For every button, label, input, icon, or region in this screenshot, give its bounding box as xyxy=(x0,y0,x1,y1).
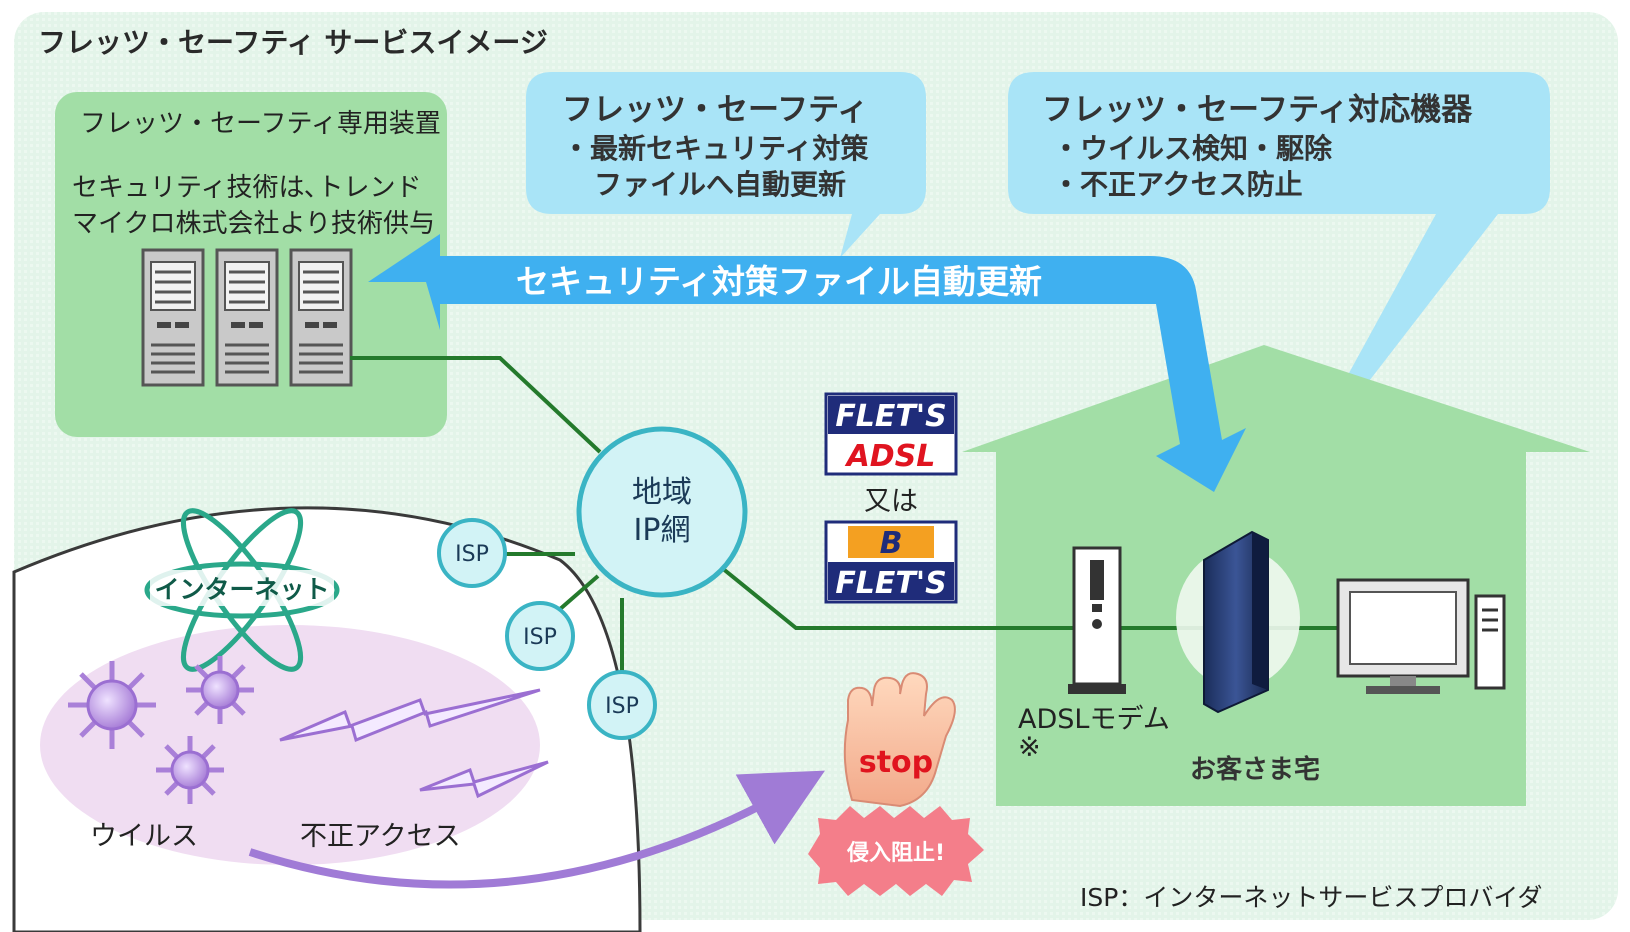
unauthorized-access-icon xyxy=(279,688,549,799)
unauthorized-access-label: 不正アクセス xyxy=(300,821,461,852)
virus-label: ウイルス xyxy=(90,821,198,852)
intrusion-blocked-badge: 侵入阻止! xyxy=(808,806,984,896)
virus-area xyxy=(40,625,540,865)
regional-ip-network xyxy=(576,426,748,598)
adsl-modem-note: ※ xyxy=(1018,732,1041,763)
bubble-device-heading: フレッツ・セーフティ対応機器 xyxy=(1042,92,1473,128)
security-device-heading: フレッツ・セーフティ専用装置 xyxy=(80,109,441,139)
internet-label: インターネット xyxy=(154,575,329,604)
stop-label: stop xyxy=(859,745,933,780)
isp-node: ISP xyxy=(437,518,507,588)
virus-icon xyxy=(68,656,254,804)
isp-label: ISP xyxy=(605,694,639,719)
flets-adsl-bottom: ADSL xyxy=(845,439,936,474)
safety-router-icon xyxy=(1203,530,1269,714)
customer-home-label: お客さま宅 xyxy=(1190,754,1320,785)
bubble-update: フレッツ・セーフティ ・最新セキュリティ対策 ファイルへ自動更新 xyxy=(526,72,926,258)
bubble-device-line1: ・ウイルス検知・駆除 xyxy=(1052,132,1333,165)
security-device-line2: マイクロ株式会社より技術供与 xyxy=(72,209,435,239)
update-arrow xyxy=(368,234,1246,492)
b-flets-logo: B FLET'S xyxy=(824,520,958,604)
bubble-device: フレッツ・セーフティ対応機器 ・ウイルス検知・駆除 ・不正アクセス防止 xyxy=(1008,72,1550,490)
isp-label: ISP xyxy=(455,542,489,567)
isp-node: ISP xyxy=(587,670,657,740)
isp-label: ISP xyxy=(523,625,557,650)
isp-node: ISP xyxy=(505,601,575,671)
adsl-modem-label: ADSLモデム xyxy=(1018,704,1170,735)
stop-hand-icon: stop xyxy=(843,672,956,808)
bubble-device-line2: ・不正アクセス防止 xyxy=(1052,168,1303,201)
b-flets-bottom: FLET'S xyxy=(835,566,946,601)
server-icon xyxy=(141,248,353,387)
bubble-update-line2: ファイルへ自動更新 xyxy=(594,168,846,201)
regional-ip-network-line2: IP網 xyxy=(634,513,691,548)
update-arrow-label: セキュリティ対策ファイル自動更新 xyxy=(516,262,1042,301)
regional-ip-network-line1: 地域 xyxy=(632,475,692,510)
adsl-modem-icon xyxy=(1068,546,1126,694)
flets-adsl-top: FLET'S xyxy=(835,399,946,434)
diagram-title: フレッツ・セーフティ サービスイメージ xyxy=(38,26,548,59)
security-device-line1: セキュリティ技術は､トレンド xyxy=(72,173,421,203)
flets-adsl-logo: FLET'S ADSL xyxy=(824,392,958,476)
b-flets-top: B xyxy=(880,526,903,561)
footnote: ISP：インターネットサービスプロバイダ xyxy=(1080,883,1542,912)
or-label: 又は xyxy=(864,486,918,517)
bubble-update-heading: フレッツ・セーフティ xyxy=(562,92,868,128)
attack-arrow xyxy=(248,770,825,889)
bubble-update-line1: ・最新セキュリティ対策 xyxy=(562,132,868,165)
pc-icon xyxy=(1336,578,1506,694)
intrusion-blocked-label: 侵入阻止! xyxy=(846,840,945,866)
